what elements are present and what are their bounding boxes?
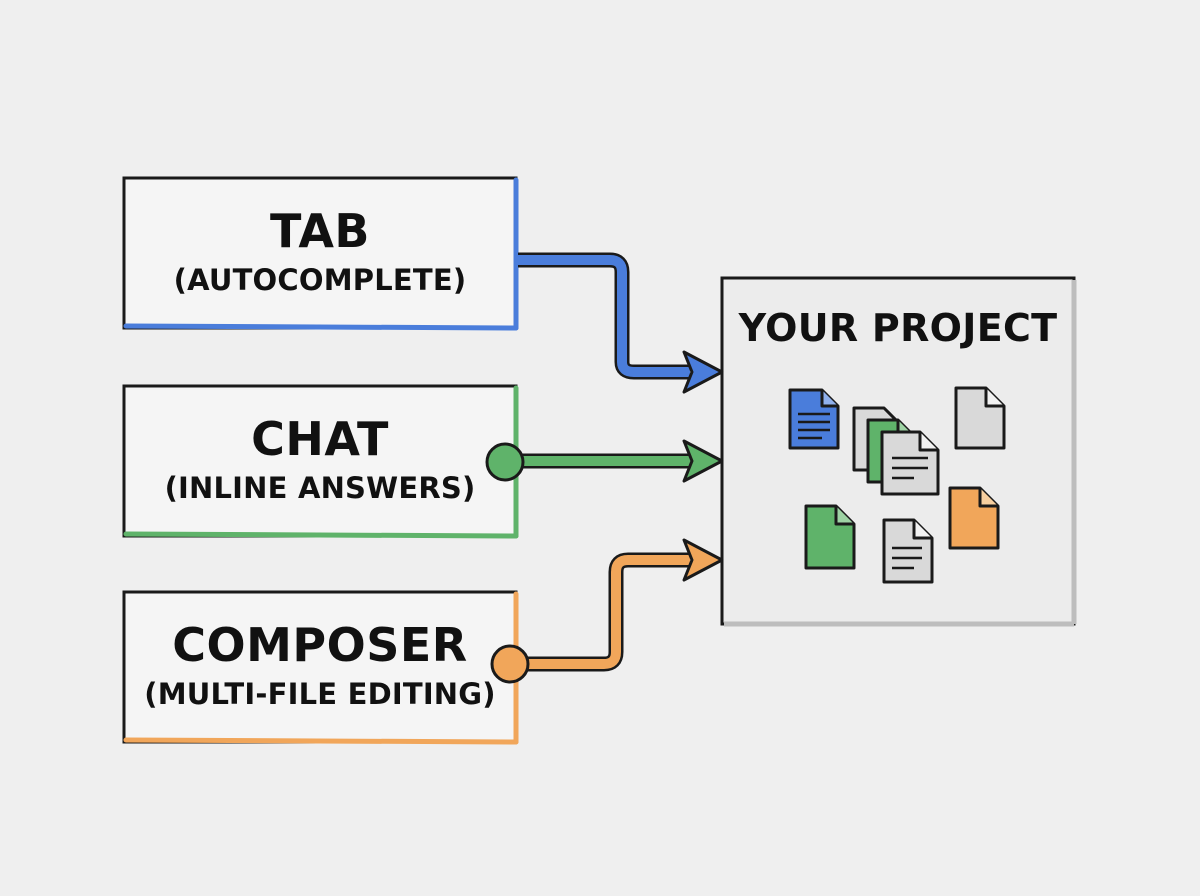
chat-connector-dot [485,442,525,482]
chat-subtitle: (INLINE ANSWERS) [164,471,476,506]
gray-document-icon [882,518,934,584]
stacked-documents-icon [852,406,940,496]
chat-label: CHAT (INLINE ANSWERS) [124,386,516,536]
tab-box [122,176,519,331]
chat-title: CHAT [251,411,389,466]
composer-label: COMPOSER (MULTI-FILE EDITING) [124,592,516,742]
project-title: YOUR PROJECT [738,306,1058,350]
tab-arrow [518,252,724,394]
composer-subtitle: (MULTI-FILE EDITING) [144,677,496,712]
tab-accent-bottom [123,323,519,331]
composer-arrow [490,538,724,684]
tab-title: TAB [270,203,370,258]
composer-accent-bottom [123,737,519,745]
orange-document-icon [948,486,1000,550]
composer-title: COMPOSER [172,617,468,672]
chat-accent-bottom [123,531,519,539]
chat-arrow [485,439,724,483]
green-document-icon [804,504,856,570]
tab-subtitle: (AUTOCOMPLETE) [173,263,467,298]
blue-document-icon [788,388,840,450]
composer-connector-dot [490,644,530,684]
gray-document-icon [954,386,1006,450]
tab-label: TAB (AUTOCOMPLETE) [124,178,516,328]
